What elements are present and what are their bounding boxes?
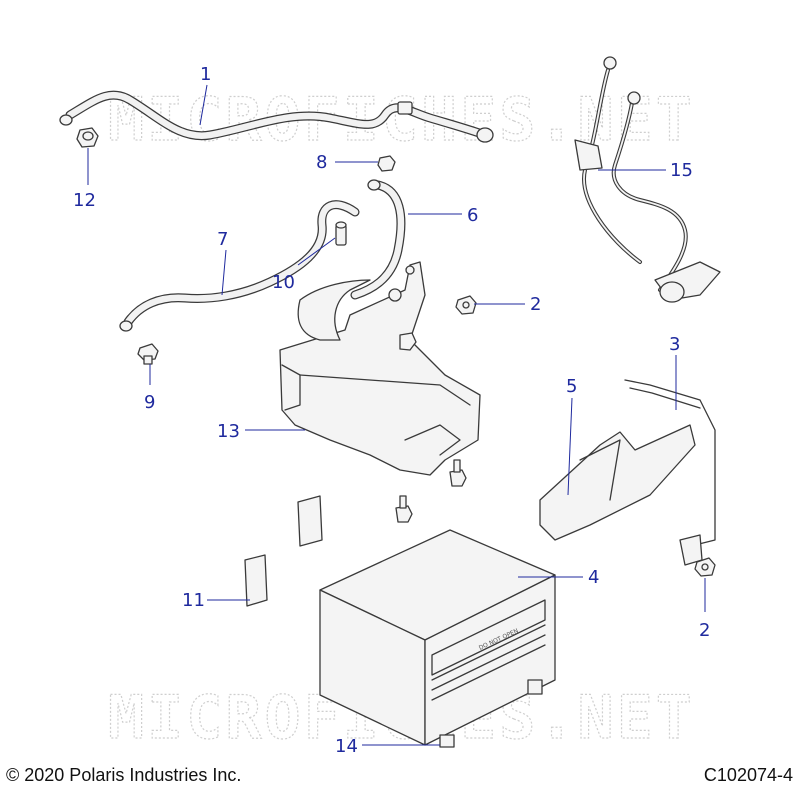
copyright-notice: © 2020 Polaris Industries Inc.	[6, 765, 241, 785]
callout-6: 6	[467, 205, 478, 226]
part-8-nut	[377, 155, 396, 172]
callout-3: 3	[669, 334, 680, 355]
part-10-stud	[335, 221, 347, 246]
callout-14: 14	[335, 736, 358, 757]
part-6-cable	[350, 179, 406, 300]
callout-11: 11	[182, 590, 205, 611]
part-13-battery-tray	[279, 261, 481, 476]
part-11-pads	[244, 495, 323, 607]
callout-4: 4	[588, 567, 599, 588]
part-3-holder-bracket	[624, 379, 716, 566]
callout-13: 13	[217, 421, 240, 442]
part-2-bolt-upper	[455, 295, 477, 315]
part-9-bolt	[137, 343, 159, 365]
part-2-bolt-lower	[694, 557, 716, 577]
tray-bolts	[395, 459, 467, 523]
part-7-cable	[119, 200, 360, 332]
part-15-harness	[574, 56, 721, 303]
callout-15: 15	[670, 160, 693, 181]
callout-10: 10	[272, 272, 295, 293]
callout-9: 9	[144, 392, 155, 413]
callout-2-upper: 2	[530, 294, 541, 315]
callout-12: 12	[73, 190, 96, 211]
part-4-battery: DO NOT OPEN	[319, 529, 556, 746]
callout-1: 1	[200, 64, 211, 85]
callouts: 1 12 8 6 7 10 2 9 13 3 5 15 4 11 2 14	[73, 64, 710, 757]
callout-7: 7	[217, 229, 228, 250]
callout-2-lower: 2	[699, 620, 710, 641]
part-1-battery-cable	[59, 90, 494, 143]
part-14-terminal	[439, 734, 455, 748]
part-12-nut	[76, 127, 99, 148]
part-5-shield	[539, 424, 696, 541]
callout-8: 8	[316, 152, 327, 173]
callout-5: 5	[566, 376, 577, 397]
watermark-top: MICROFICHES.NET	[108, 85, 695, 155]
diagram-code: C102074-4	[704, 765, 793, 785]
